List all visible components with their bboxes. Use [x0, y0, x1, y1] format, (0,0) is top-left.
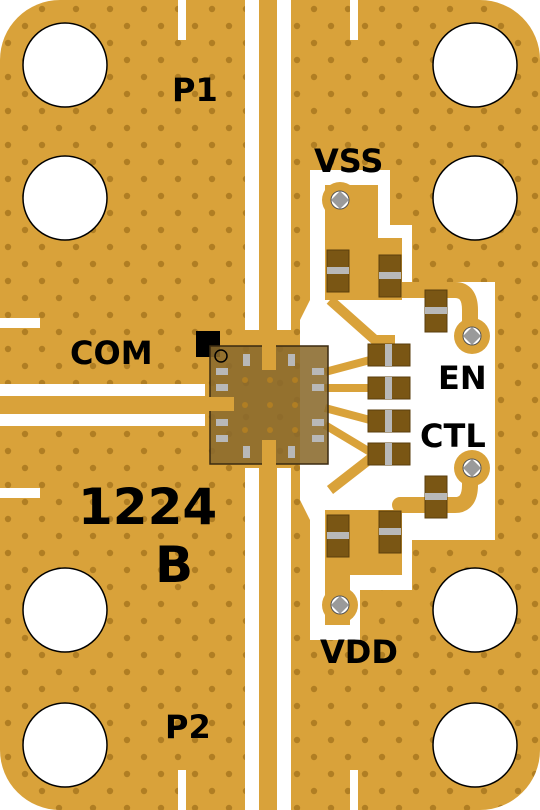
mounting-hole-left-2 — [22, 155, 108, 241]
label-p1: P1 — [172, 71, 218, 109]
testpoint-en-icon — [462, 326, 482, 346]
label-vss: VSS — [314, 142, 384, 180]
mounting-hole-top-left — [22, 22, 108, 108]
label-ctl: CTL — [420, 417, 486, 455]
rf-trace-com — [0, 396, 210, 414]
mounting-hole-bottom-right — [432, 702, 518, 788]
mounting-hole-right-3 — [432, 567, 518, 653]
mounting-hole-left-3 — [22, 567, 108, 653]
label-vdd: VDD — [320, 633, 398, 671]
testpoint-ctl-icon — [462, 458, 482, 478]
testpoint-vss-icon — [330, 190, 350, 210]
mounting-hole-top-right — [432, 22, 518, 108]
testpoint-vdd-icon — [330, 595, 350, 615]
label-en: EN — [438, 359, 487, 397]
mounting-hole-right-2 — [432, 155, 518, 241]
label-com: COM — [70, 334, 153, 372]
label-p2: P2 — [165, 708, 211, 746]
label-part-number: 1224 — [78, 478, 218, 536]
label-revision: B — [155, 536, 194, 594]
ic-package — [208, 344, 329, 466]
mounting-hole-bottom-left — [22, 702, 108, 788]
